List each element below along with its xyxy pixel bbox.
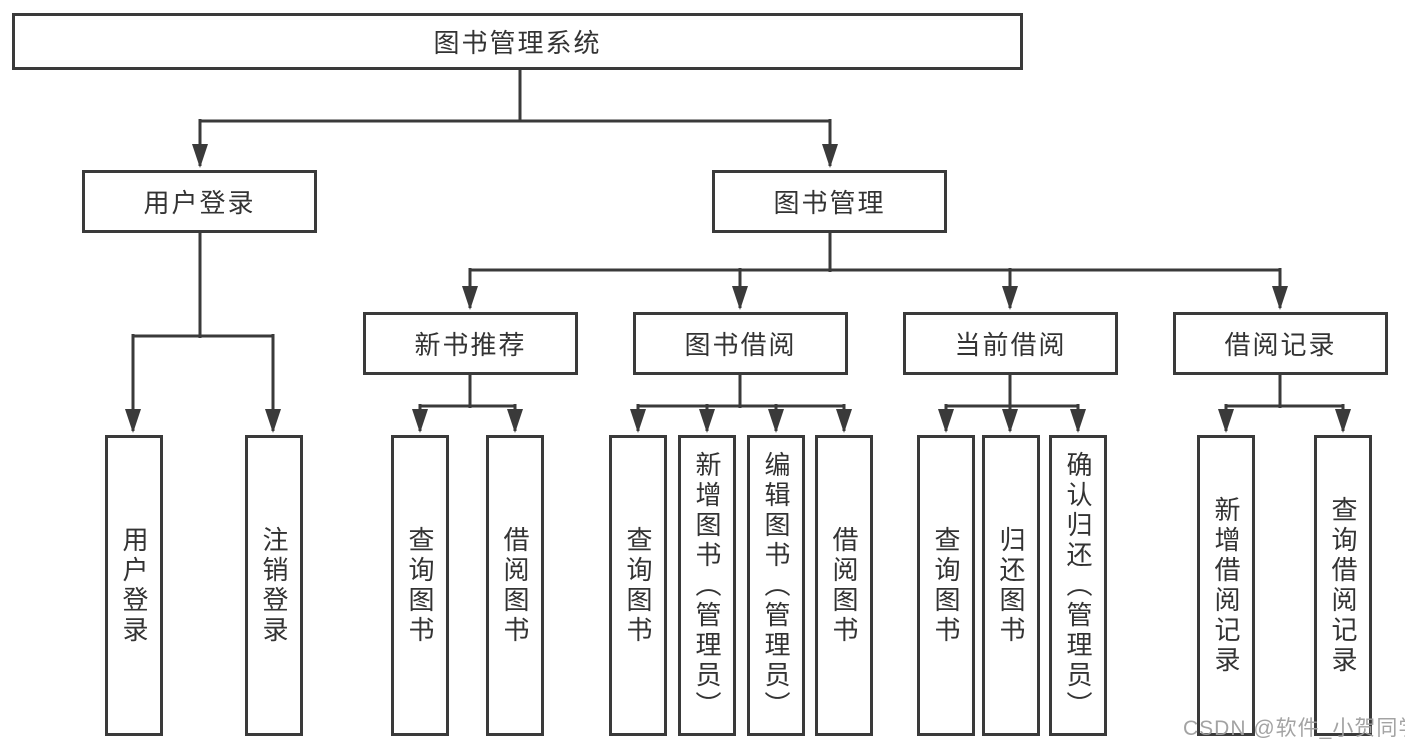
node-current-borrow: 当前借阅 xyxy=(903,312,1118,375)
leaf-query-book-recommend: 查询图书 xyxy=(391,435,449,736)
leaf-user-login: 用户登录 xyxy=(105,435,163,736)
leaf-label: 归还图书 xyxy=(996,525,1026,646)
leaf-label: 查询图书 xyxy=(405,525,435,646)
leaf-label: 新增借阅记录 xyxy=(1211,495,1241,676)
leaf-return-book: 归还图书 xyxy=(982,435,1040,736)
leaf-add-borrow-record: 新增借阅记录 xyxy=(1197,435,1255,736)
leaf-query-borrow-record: 查询借阅记录 xyxy=(1314,435,1372,736)
leaf-label: 用户登录 xyxy=(119,525,149,646)
leaf-label: 查询图书 xyxy=(623,525,653,646)
node-new-book-recommend: 新书推荐 xyxy=(363,312,578,375)
node-root: 图书管理系统 xyxy=(12,13,1023,70)
leaf-confirm-return-admin: 确认归还（管理员） xyxy=(1049,435,1107,736)
node-user-login: 用户登录 xyxy=(82,170,317,233)
leaf-logout: 注销登录 xyxy=(245,435,303,736)
leaf-borrow-book-recommend: 借阅图书 xyxy=(486,435,544,736)
leaf-add-book-admin: 新增图书（管理员） xyxy=(678,435,736,736)
node-book-management: 图书管理 xyxy=(712,170,947,233)
leaf-label: 查询图书 xyxy=(931,525,961,646)
leaf-borrow-book: 借阅图书 xyxy=(815,435,873,736)
leaf-label: 借阅图书 xyxy=(500,525,530,646)
leaf-label: 借阅图书 xyxy=(829,525,859,646)
csdn-watermark: CSDN @软件_小贺同学 xyxy=(1183,717,1405,740)
leaf-query-book-borrow: 查询图书 xyxy=(609,435,667,736)
node-borrow-record: 借阅记录 xyxy=(1173,312,1388,375)
leaf-label: 新增图书（管理员） xyxy=(692,450,722,721)
leaf-edit-book-admin: 编辑图书（管理员） xyxy=(747,435,805,736)
leaf-label: 确认归还（管理员） xyxy=(1063,450,1093,721)
leaf-label: 查询借阅记录 xyxy=(1328,495,1358,676)
leaf-label: 编辑图书（管理员） xyxy=(761,450,791,721)
leaf-label: 注销登录 xyxy=(259,525,289,646)
leaf-query-book-current: 查询图书 xyxy=(917,435,975,736)
node-book-borrow: 图书借阅 xyxy=(633,312,848,375)
